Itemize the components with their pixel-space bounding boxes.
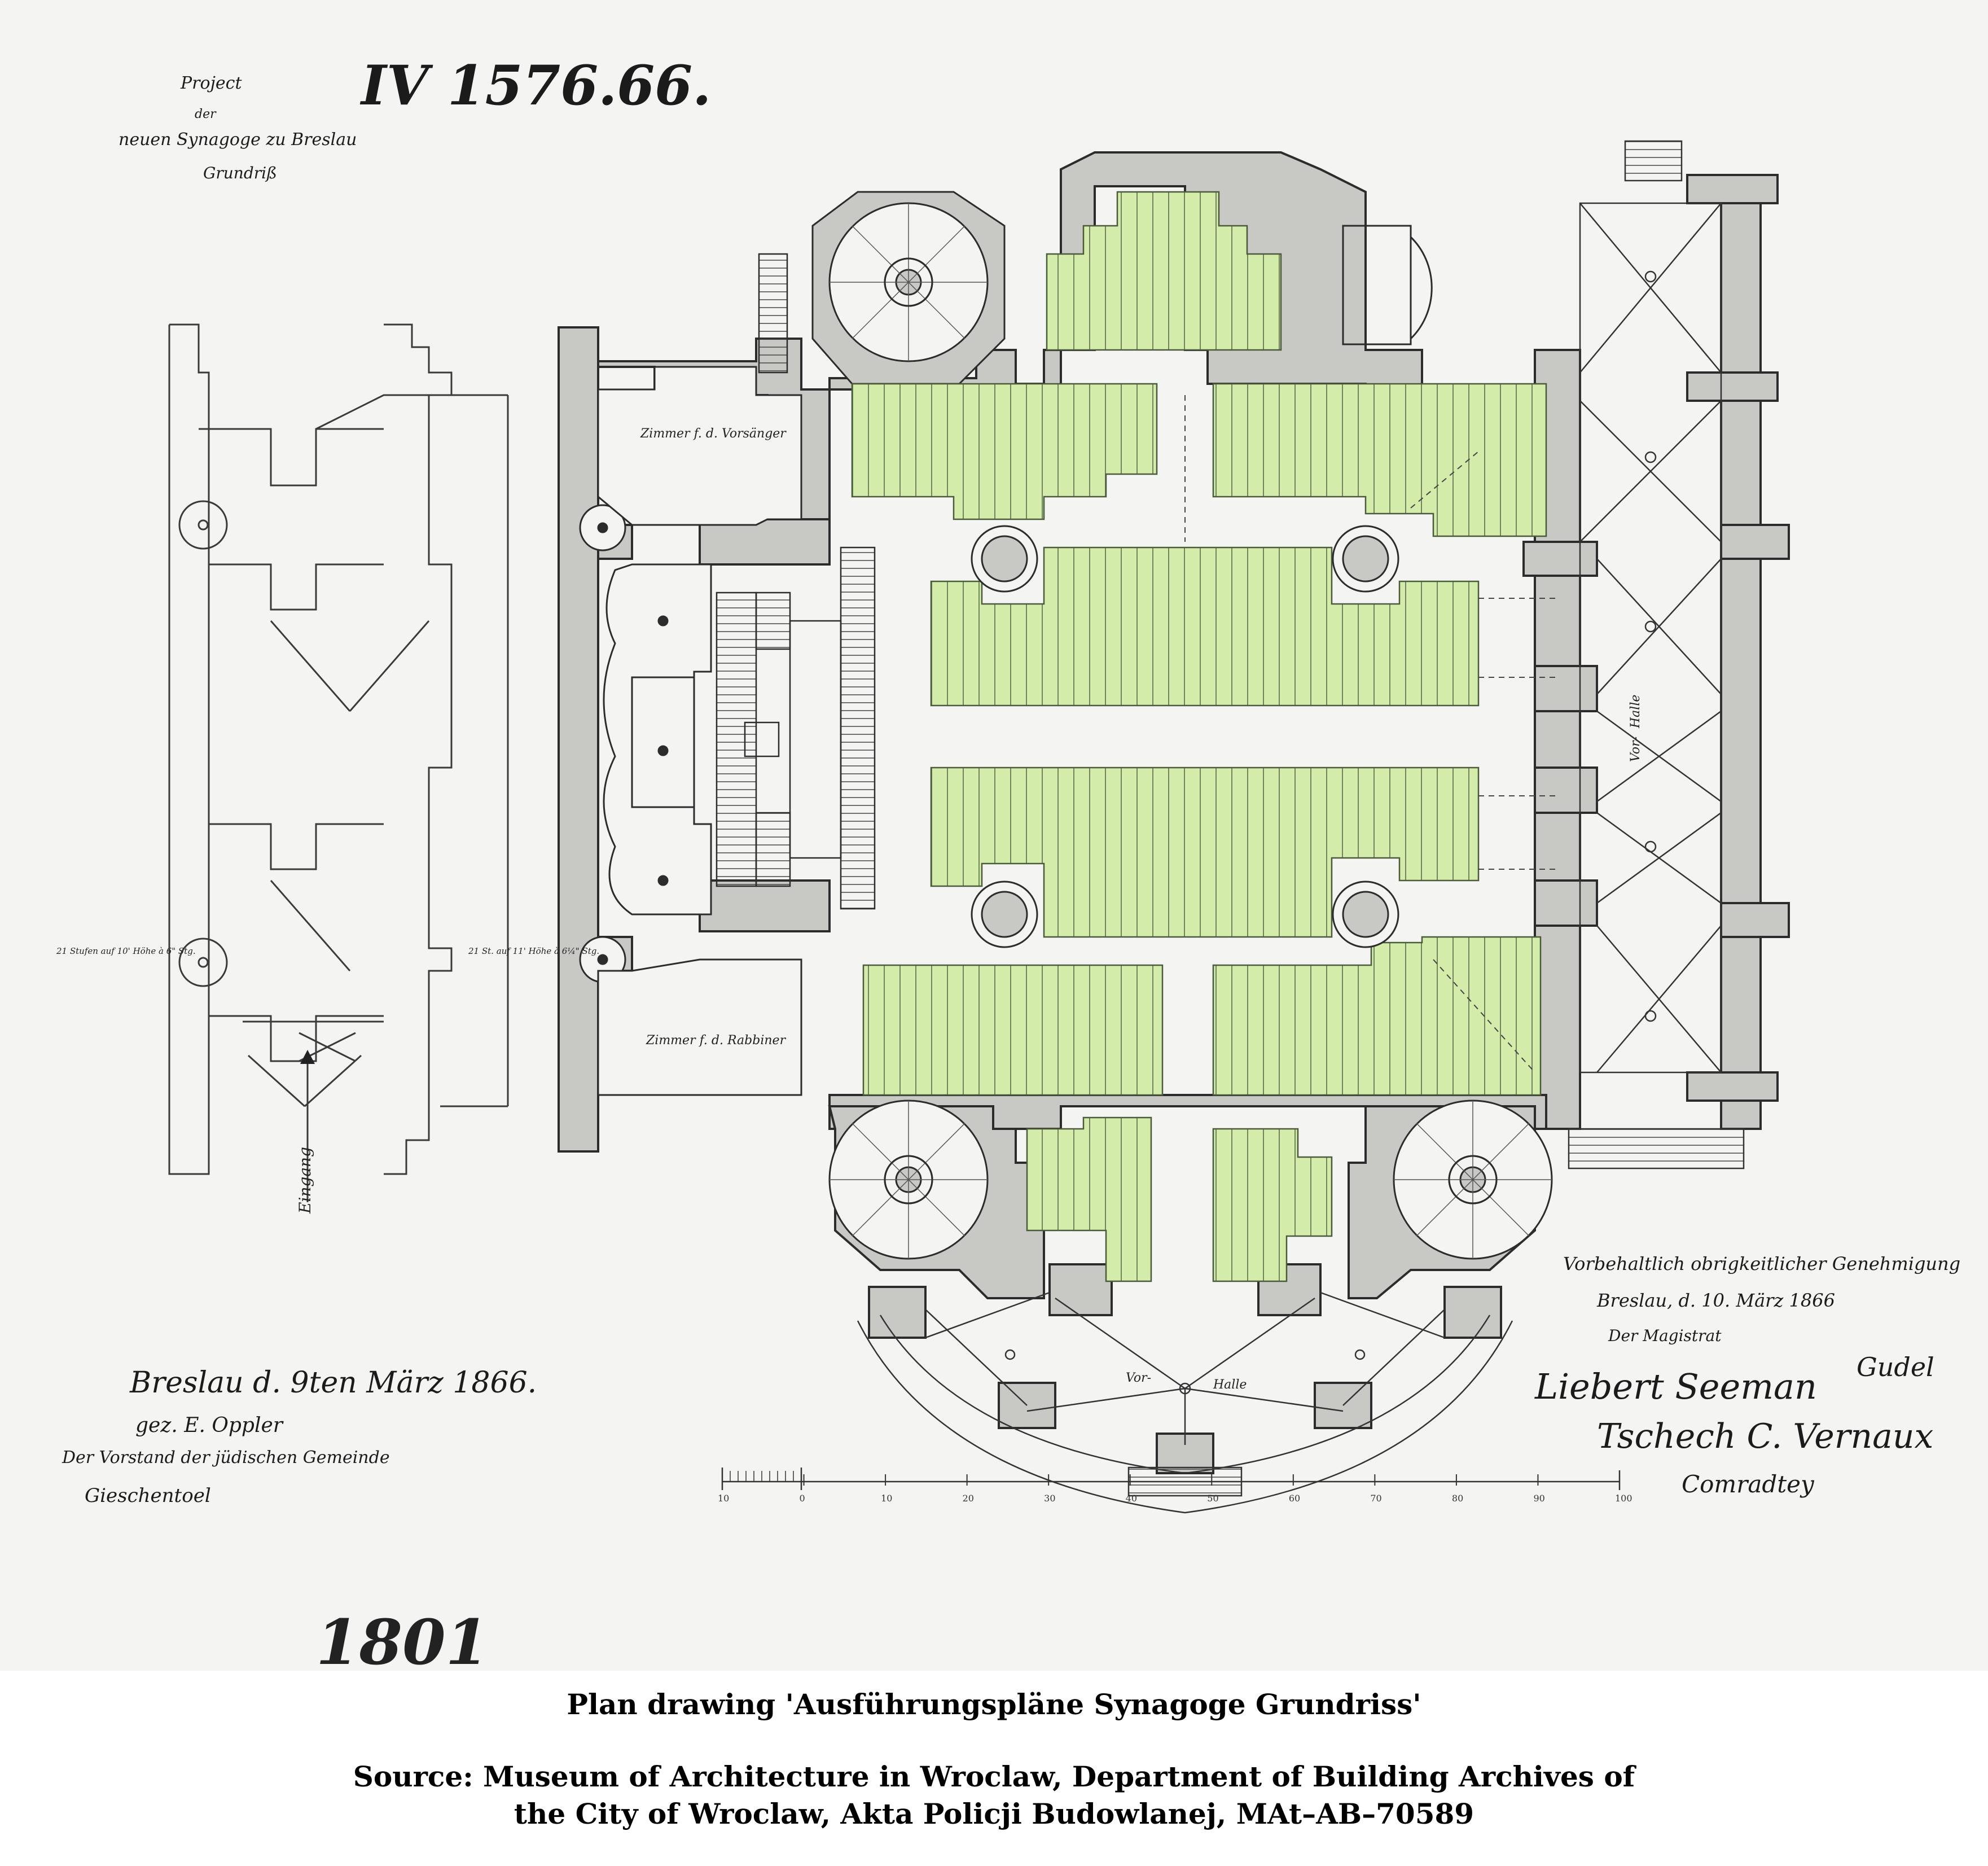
caption-source-line-2: the City of Wroclaw, Akta Policji Budowl… bbox=[514, 1797, 1474, 1830]
archive-number: IV 1576.66. bbox=[361, 54, 712, 117]
pew-block-apse-left bbox=[1026, 1116, 1152, 1282]
scale-tick-label: 0 bbox=[800, 1493, 805, 1504]
pew-block-north-right bbox=[1212, 383, 1547, 537]
scale-tick-label: 90 bbox=[1533, 1493, 1544, 1504]
columns bbox=[971, 525, 1399, 948]
room-label-vorhalle-east-bottom: Halle bbox=[1629, 695, 1643, 729]
pew-block-north-left bbox=[851, 383, 1158, 520]
room-label-vorhalle-south-left: Vor- bbox=[1126, 1371, 1151, 1385]
signature-line-2: gez. E. Oppler bbox=[135, 1414, 283, 1437]
scanned-plan-sheet: Zimmer f. d. Vorsänger Zimmer f. d. Rabb… bbox=[0, 0, 1988, 1679]
approval-line-5: Liebert Seeman bbox=[1535, 1366, 1817, 1407]
title-block-line-4: Grundriß bbox=[203, 164, 277, 182]
scale-tick-label: 40 bbox=[1126, 1493, 1137, 1504]
stamp-number: 1801 bbox=[316, 1606, 489, 1679]
pew-block-center-south bbox=[930, 766, 1480, 938]
scale-tick-label: 10 bbox=[881, 1493, 892, 1504]
room-label-vorsaenger: Zimmer f. d. Vorsänger bbox=[640, 427, 787, 441]
room-label-vorhalle-east-top: Vor- bbox=[1629, 737, 1643, 762]
pew-block-center-north bbox=[930, 546, 1480, 707]
rooms bbox=[597, 366, 802, 1096]
scale-tick-label: 50 bbox=[1207, 1493, 1218, 1504]
east-vestibule bbox=[1568, 140, 1745, 1169]
entrance-label: Eingang bbox=[296, 1147, 314, 1214]
room-label-rabbiner: Zimmer f. d. Rabbiner bbox=[646, 1033, 787, 1048]
scale-tick-label: 100 bbox=[1615, 1493, 1632, 1504]
entrance-arrow-icon bbox=[300, 1050, 315, 1064]
caption: Plan drawing 'Ausführungspläne Synagoge … bbox=[0, 1685, 1988, 1833]
pew-block-south-left bbox=[862, 964, 1164, 1096]
pew-block-north-apse bbox=[1046, 191, 1282, 351]
side-note-right: 21 St. auf 11' Höhe à 6¼" Stg. bbox=[468, 946, 599, 956]
signature-line-4: Gieschentoel bbox=[85, 1484, 211, 1507]
signature-line-3: Der Vorstand der jüdischen Gemeinde bbox=[62, 1448, 390, 1468]
scale-tick-label: 80 bbox=[1452, 1493, 1463, 1504]
floor-plan-drawing: Zimmer f. d. Vorsänger Zimmer f. d. Rabb… bbox=[56, 140, 1790, 1514]
approval-line-3: Der Magistrat bbox=[1608, 1326, 1722, 1345]
title-block-line-1: Project bbox=[181, 73, 242, 93]
pew-blocks bbox=[851, 191, 1547, 1282]
dashed-guides bbox=[1184, 395, 1557, 1073]
scale-tick-label: 60 bbox=[1289, 1493, 1300, 1504]
caption-title: Plan drawing 'Ausführungspläne Synagoge … bbox=[567, 1688, 1421, 1721]
entrance-section-sketch bbox=[168, 323, 509, 1202]
scale-tick-label: 70 bbox=[1370, 1493, 1381, 1504]
title-block-line-2: der bbox=[195, 107, 216, 121]
pew-block-south-right bbox=[1212, 936, 1542, 1096]
scale-tick-label: 10 bbox=[718, 1493, 729, 1504]
signature-line-1: Breslau d. 9ten März 1866. bbox=[130, 1366, 537, 1400]
apse-vestibule bbox=[857, 1291, 1513, 1514]
pew-block-apse-right bbox=[1212, 1128, 1333, 1282]
scale-tick-label: 30 bbox=[1044, 1493, 1055, 1504]
approval-line-2: Breslau, d. 10. März 1866 bbox=[1597, 1290, 1835, 1311]
side-note-left: 21 Stufen auf 10' Höhe à 6" Stg. bbox=[56, 946, 196, 956]
west-steps bbox=[716, 253, 876, 910]
ark-lobes bbox=[603, 563, 712, 916]
approval-line-1: Vorbehaltlich obrigkeitlicher Genehmigun… bbox=[1563, 1253, 1961, 1274]
approval-line-6: Tschech C. Vernaux bbox=[1597, 1417, 1934, 1456]
approval-line-7: Comradtey bbox=[1682, 1470, 1814, 1498]
room-label-vorhalle-south-right: Halle bbox=[1213, 1378, 1247, 1392]
stair-towers bbox=[811, 191, 1553, 1260]
synagogue-walls bbox=[558, 151, 1790, 1474]
approval-line-4: Gudel bbox=[1857, 1352, 1934, 1382]
caption-source-line-1: Source: Museum of Architecture in Wrocla… bbox=[353, 1760, 1635, 1793]
title-block-line-3: neuen Synagoge zu Breslau bbox=[119, 130, 357, 150]
scale-tick-label: 20 bbox=[963, 1493, 974, 1504]
